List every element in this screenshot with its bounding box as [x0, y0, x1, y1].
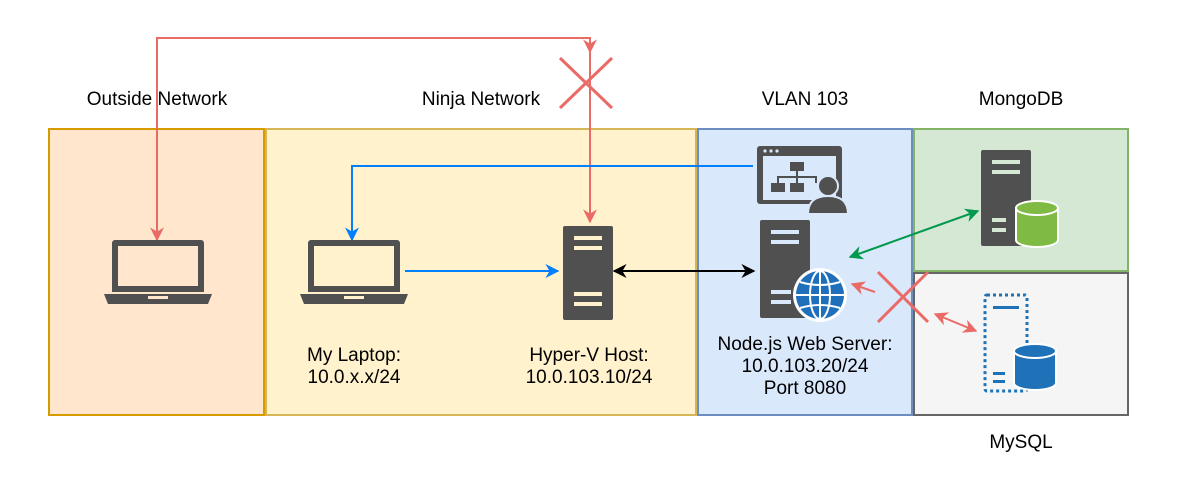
webserver-label-line2: 10.0.103.20/24: [741, 356, 869, 377]
hyperv-server-icon: [563, 226, 613, 320]
mysql-database-icon: [1013, 343, 1057, 391]
hyperv-label-line2: 10.0.103.10/24: [525, 367, 653, 388]
webserver-label: Node.js Web Server: 10.0.103.20/24 Port …: [718, 334, 893, 400]
globe-icon: [793, 268, 847, 322]
mysql-server-icon: [983, 293, 1029, 393]
mongodb-database-icon: [1015, 200, 1059, 248]
blocked-x-icon: [558, 56, 614, 110]
my-laptop-icon: [300, 240, 408, 304]
mongodb-title: MongoDB: [978, 89, 1064, 110]
hyperv-label-line1: Hyper-V Host:: [529, 345, 649, 366]
mysql-blocked-x-icon: [876, 270, 930, 324]
laptop-label-line1: My Laptop:: [307, 345, 401, 366]
webserver-to-mongodb-connector: [848, 208, 980, 260]
vlan-103-title: VLAN 103: [761, 89, 849, 110]
outside-to-hyperv-connector: [150, 37, 597, 242]
hyperv-label: Hyper-V Host: 10.0.103.10/24: [526, 345, 653, 389]
laptop-label-line2: 10.0.x.x/24: [307, 367, 401, 388]
dashboard-user-icon: [757, 146, 850, 215]
laptop-label: My Laptop: 10.0.x.x/24: [307, 345, 401, 389]
webserver-label-line1: Node.js Web Server:: [717, 334, 893, 355]
outside-laptop-icon: [104, 240, 212, 304]
dashboard-to-laptop-connector: [345, 165, 753, 242]
webserver-to-mysql-connector: [850, 281, 978, 333]
webserver-label-line3: Port 8080: [763, 378, 847, 399]
mysql-title: MySQL: [989, 432, 1053, 453]
